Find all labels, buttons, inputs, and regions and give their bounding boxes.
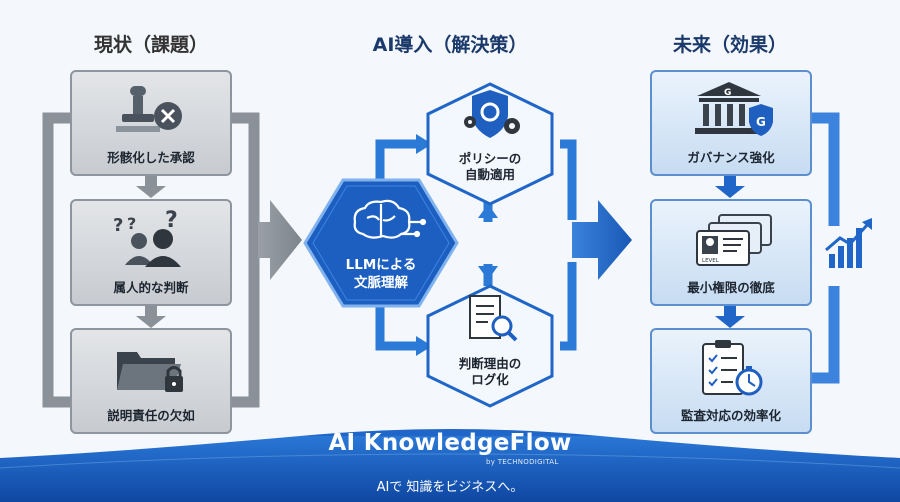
future-column-title: 未来（効果）	[672, 34, 787, 56]
issue-card-personal-judgment: ? ? ? 属人的な判断	[70, 199, 232, 306]
policy-label-line-2: 自動適用	[464, 167, 515, 183]
current-bracket	[42, 112, 260, 408]
shield-gears-icon	[464, 90, 520, 138]
effect-card-governance: G G ガバナンス強化	[650, 70, 812, 176]
policy-hexagon	[426, 82, 554, 206]
ai-arrowhead-bottom	[416, 336, 432, 356]
brand-banner	[0, 436, 900, 502]
ai-arrowhead-up	[478, 204, 498, 218]
policy-label-line-1: ポリシーの	[458, 151, 522, 166]
confused-mark-2: ?	[127, 214, 136, 233]
stamp-rejected-icon	[116, 86, 182, 132]
logging-label-line-2: ログ化	[471, 372, 509, 388]
logging-label-line-1: 判断理由の	[458, 356, 522, 371]
id-card-caption: LEVEL	[702, 258, 720, 264]
current-down-arrow-2	[136, 306, 166, 328]
logging-hexagon	[426, 284, 554, 408]
confused-mark-1: ?	[113, 215, 123, 236]
id-cards-icon: LEVEL	[696, 214, 772, 266]
effect-card-least-privilege: LEVEL 最小権限の徹底	[650, 199, 812, 306]
audit-checklist-icon	[702, 340, 763, 396]
current-to-ai-arrow	[258, 200, 302, 280]
future-down-arrow-2	[715, 306, 745, 328]
confused-people-icon: ? ? ?	[113, 209, 181, 267]
brain-circuit-icon	[353, 199, 427, 239]
growth-chart-icon	[825, 218, 872, 268]
ai-arrowhead-down	[478, 266, 498, 280]
building-badge-text: G	[724, 88, 731, 98]
issue-label-formal-approval: 形骸化した承認	[107, 150, 195, 165]
effect-label-governance: ガバナンス強化	[687, 150, 775, 165]
ai-to-future-arrow	[572, 200, 632, 280]
ai-arrowhead-top	[416, 134, 432, 154]
effect-label-least-privilege: 最小権限の徹底	[687, 280, 775, 295]
future-bracket	[812, 112, 840, 384]
issue-label-accountability: 説明責任の欠如	[107, 408, 195, 423]
locked-folder-icon	[117, 352, 183, 392]
issue-label-personal-judgment: 属人的な判断	[113, 280, 189, 295]
future-down-arrow-1	[715, 176, 745, 198]
ai-core-label: LLMによる 文脈理解	[303, 257, 459, 292]
issue-card-accountability: 説明責任の欠如	[70, 328, 232, 434]
effect-card-audit: 監査対応の効率化	[650, 328, 812, 434]
logging-label: 判断理由の ログ化	[424, 356, 556, 389]
governance-building-icon: G G	[695, 82, 773, 136]
brand-byline: by TECHNODIGITAL	[486, 458, 559, 466]
ai-core-hexagon	[303, 178, 459, 308]
current-column-title: 現状（課題）	[93, 34, 208, 56]
brand-title: AI KnowledgeFlow	[328, 430, 572, 456]
ai-core-label-line-2: 文脈理解	[354, 274, 408, 291]
confused-mark-3: ?	[165, 209, 178, 233]
document-search-icon	[469, 295, 518, 342]
brand-tagline: AIで 知識をビジネスへ。	[376, 480, 524, 495]
effect-label-audit: 監査対応の効率化	[680, 408, 781, 423]
shield-badge-text: G	[756, 115, 766, 129]
current-down-arrow-1	[136, 176, 166, 198]
policy-label: ポリシーの 自動適用	[424, 151, 556, 184]
ai-column-title: AI導入（解決策）	[372, 34, 528, 56]
issue-card-formal-approval: 形骸化した承認	[70, 70, 232, 176]
ai-core-label-line-1: LLMによる	[345, 257, 417, 273]
